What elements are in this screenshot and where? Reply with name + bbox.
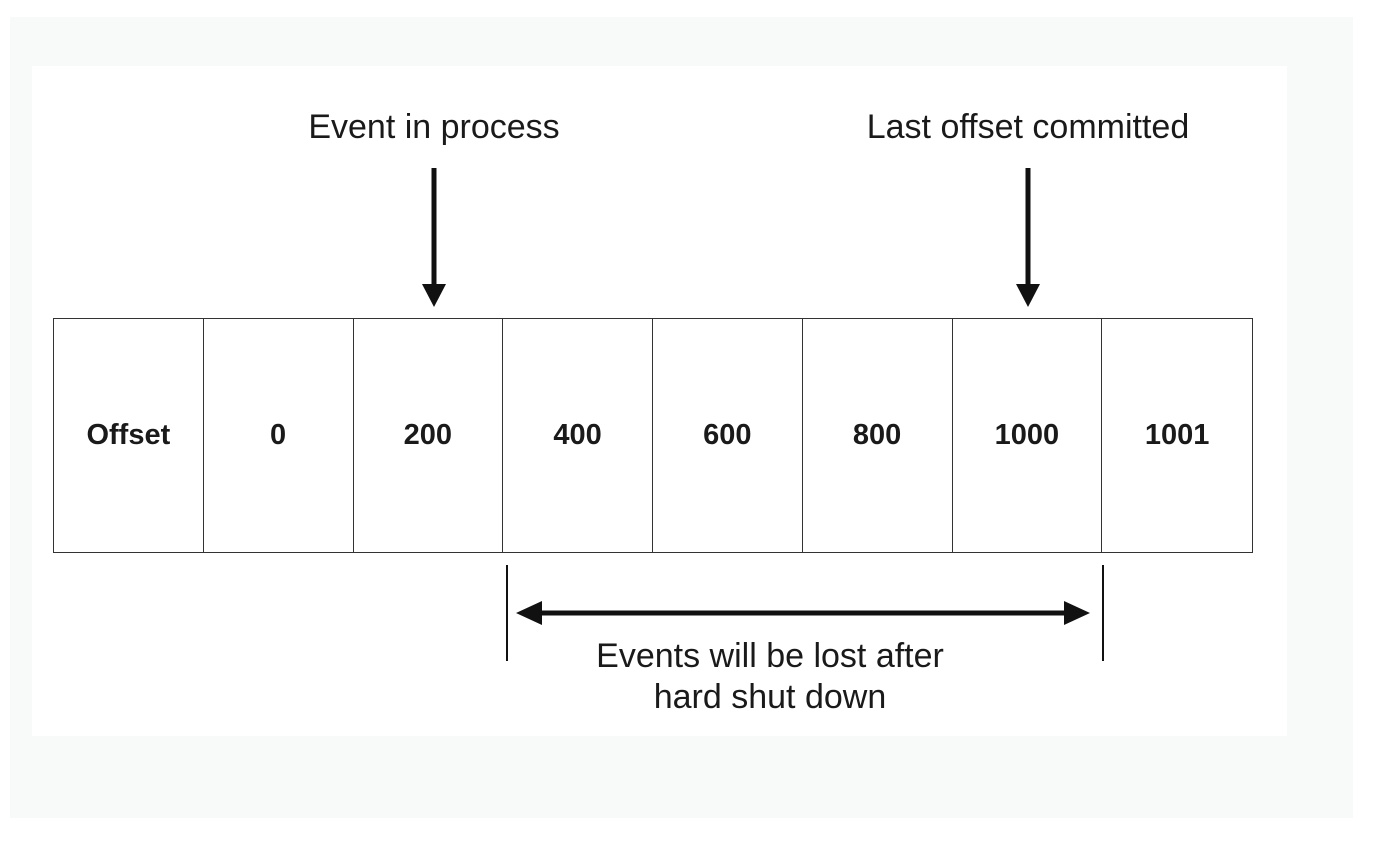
last-offset-committed-arrow bbox=[1016, 168, 1040, 307]
offset-table: Offset 0 200 400 600 800 1000 1001 bbox=[53, 318, 1253, 553]
offset-cell-600: 600 bbox=[653, 319, 803, 552]
offset-cell-1000: 1000 bbox=[953, 319, 1103, 552]
offset-header-cell: Offset bbox=[54, 319, 204, 552]
lost-events-label-line1: Events will be lost after bbox=[596, 637, 944, 675]
event-in-process-arrow bbox=[422, 168, 446, 307]
last-offset-committed-label: Last offset committed bbox=[866, 108, 1190, 146]
lost-events-range-bracket bbox=[506, 565, 1104, 661]
event-in-process-label: Event in process bbox=[308, 108, 560, 146]
diagram-panel bbox=[32, 66, 1287, 736]
lost-events-label: Events will be lost after hard shut down bbox=[596, 636, 944, 718]
offset-cell-800: 800 bbox=[803, 319, 953, 552]
offset-cell-0: 0 bbox=[204, 319, 354, 552]
offset-cell-400: 400 bbox=[503, 319, 653, 552]
lost-events-label-line2: hard shut down bbox=[653, 678, 887, 716]
offset-cell-1001: 1001 bbox=[1144, 419, 1210, 451]
offset-cell-200: 200 bbox=[354, 319, 504, 552]
